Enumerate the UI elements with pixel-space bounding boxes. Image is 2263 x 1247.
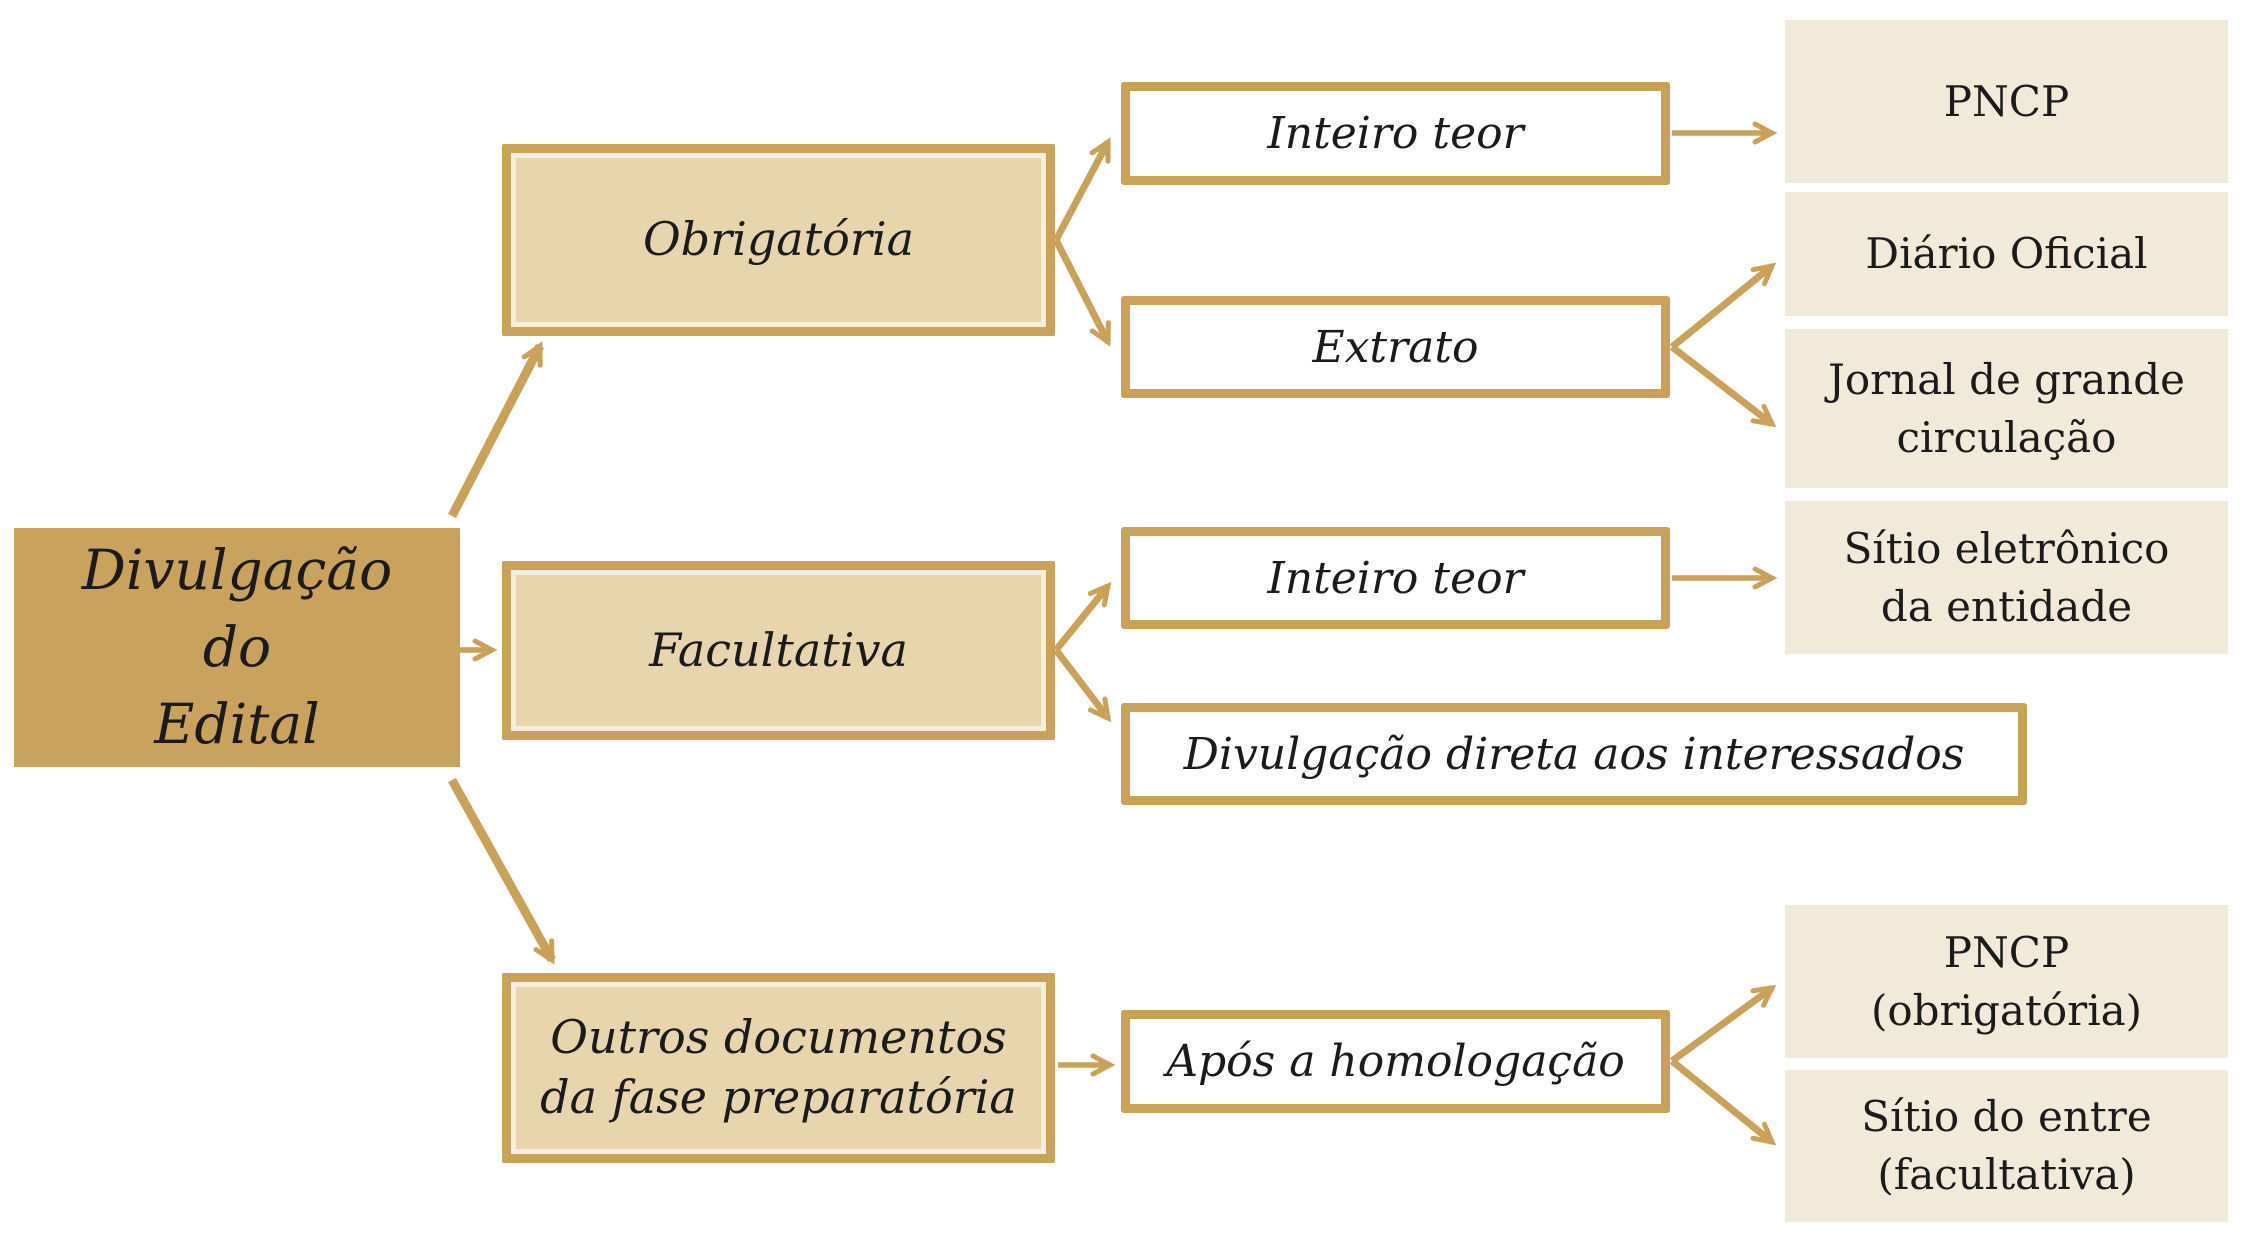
node-diario-oficial: Diário Oficial <box>1785 192 2228 316</box>
arrow-obrigatoria-to-extrato <box>1052 238 1112 347</box>
node-label: Diário Oficial <box>1865 229 2148 279</box>
arrow-facultativa-to-inteiro-teor <box>1053 581 1112 653</box>
node-label: Inteiro teor <box>1267 552 1524 604</box>
node-facultativa: Facultativa <box>502 561 1055 740</box>
arrow-apos-homologacao-to-pncp-obrigatoria <box>1669 984 1777 1064</box>
node-divulgacao-direta-aos-interessados: Divulgação direta aos interessados <box>1121 703 2027 805</box>
node-inteiro-teor-facultativa: Inteiro teor <box>1121 527 1670 629</box>
node-label: Jornal de grande circulação <box>1828 354 2185 462</box>
node-extrato: Extrato <box>1121 296 1670 398</box>
node-apos-a-homologacao: Após a homologação <box>1121 1010 1670 1113</box>
node-label: Após a homologação <box>1166 1036 1625 1087</box>
node-label: Sítio do entre (facultativa) <box>1861 1092 2152 1199</box>
arrow-facultativa-to-divulgacao-direta <box>1053 647 1112 723</box>
arrow-obrigatoria-to-inteiro-teor <box>1052 137 1112 242</box>
node-sitio-do-entre-facultativa: Sítio do entre (facultativa) <box>1785 1070 2228 1222</box>
node-label: Facultativa <box>649 622 908 677</box>
arrow-root-to-outros-documentos <box>448 777 556 965</box>
node-sitio-eletronico-da-entidade: Sítio eletrônico da entidade <box>1785 501 2228 654</box>
node-label: Divulgação direta aos interessados <box>1183 728 1965 780</box>
node-pncp: PNCP <box>1785 20 2228 183</box>
node-pncp-obrigatoria: PNCP (obrigatória) <box>1785 905 2228 1058</box>
node-label: PNCP <box>1943 76 2070 126</box>
node-label: Outros documentos da fase preparatória <box>540 1010 1017 1124</box>
node-jornal-de-grande-circulacao: Jornal de grande circulação <box>1785 329 2228 488</box>
node-inteiro-teor-obrigatoria: Inteiro teor <box>1121 82 1670 185</box>
node-obrigatoria: Obrigatória <box>502 144 1055 336</box>
arrow-extrato-to-jornal <box>1669 344 1777 428</box>
node-divulgacao-do-edital: Divulgação do Edital <box>14 528 460 767</box>
arrow-root-to-obrigatoria <box>448 341 544 519</box>
node-label: PNCP (obrigatória) <box>1870 927 2143 1035</box>
node-label: Sítio eletrônico da entidade <box>1843 523 2170 631</box>
node-label: Extrato <box>1312 321 1479 373</box>
node-outros-documentos-fase-preparatoria: Outros documentos da fase preparatória <box>502 973 1055 1163</box>
arrow-extrato-to-diario-oficial <box>1669 262 1777 350</box>
node-label: Divulgação do Edital <box>81 538 393 756</box>
arrow-apos-homologacao-to-sitio-do-entre <box>1669 1058 1777 1146</box>
node-label: Obrigatória <box>642 212 915 267</box>
node-label: Inteiro teor <box>1267 108 1524 159</box>
